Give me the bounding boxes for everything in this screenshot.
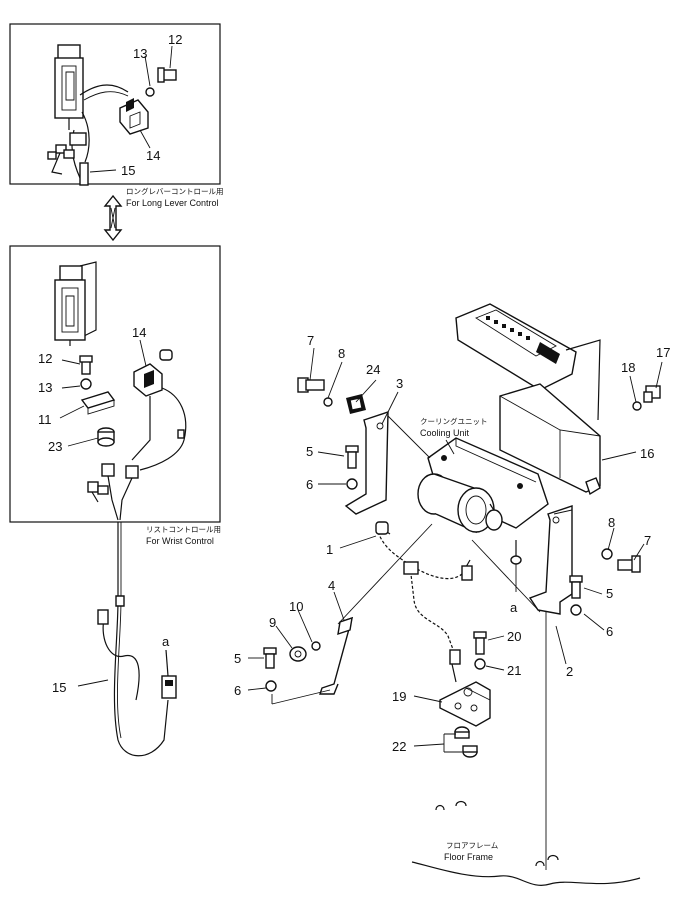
callout-2: 2 xyxy=(566,664,573,679)
cooling-unit-body xyxy=(417,437,549,534)
callout-11: 11 xyxy=(38,412,52,427)
callout-8-right: 8 xyxy=(608,515,615,530)
callout-18: 18 xyxy=(621,360,635,375)
callout-5-bottom: 5 xyxy=(234,651,241,666)
callout-14-top: 14 xyxy=(146,148,160,163)
callout-3: 3 xyxy=(396,376,403,391)
extension-harness: 15 a xyxy=(52,522,177,757)
bracket-4 xyxy=(319,616,354,695)
wrist-bolt-set xyxy=(79,355,116,415)
wrist-label-jp: リストコントロール用 xyxy=(146,525,221,534)
long-lever-bracket xyxy=(119,98,149,135)
callout-13-wrist: 13 xyxy=(38,380,52,395)
long-lever-harness xyxy=(47,132,89,186)
alternative-double-arrow xyxy=(103,194,123,242)
bracket-3 xyxy=(344,411,431,515)
callout-17: 17 xyxy=(656,345,670,360)
long-lever-frame xyxy=(9,23,221,185)
wrist-bracket xyxy=(133,349,173,397)
hoses xyxy=(375,521,473,683)
bolt-set-top-left xyxy=(297,377,366,414)
callout-22: 22 xyxy=(392,739,406,754)
callout-15-top: 15 xyxy=(121,163,135,178)
callout-5-left: 5 xyxy=(306,444,313,459)
cooling-unit-label-en: Cooling Unit xyxy=(420,428,470,438)
callout-6-bottom: 6 xyxy=(234,683,241,698)
floor-frame: フロアフレーム Floor Frame xyxy=(411,800,641,886)
callout-6-right: 6 xyxy=(606,624,613,639)
callout-5-right: 5 xyxy=(606,586,613,601)
callout-23: 23 xyxy=(48,439,62,454)
callout-12-wrist: 12 xyxy=(38,351,52,366)
connector-a-left: a xyxy=(162,634,170,649)
wrist-grommet xyxy=(97,427,115,447)
callout-10: 10 xyxy=(289,599,303,614)
wrist-harness xyxy=(87,387,187,521)
connector-a-right-label: a xyxy=(510,600,518,615)
bolt-set-bracket-3 xyxy=(345,445,359,490)
wrist-lever-assembly xyxy=(54,261,97,346)
callout-24: 24 xyxy=(366,362,380,377)
callout-7-left: 7 xyxy=(307,333,314,348)
cooling-housing xyxy=(499,383,601,496)
callout-8-left: 8 xyxy=(338,346,345,361)
bolt-set-right xyxy=(601,548,641,573)
wrist-control-inset: 14 12 13 11 23 xyxy=(9,245,221,523)
wrist-label-en: For Wrist Control xyxy=(146,536,214,546)
callout-16: 16 xyxy=(640,446,654,461)
callout-9: 9 xyxy=(269,615,276,630)
callout-7-right: 7 xyxy=(644,533,651,548)
control-box-cover xyxy=(455,303,601,421)
floor-frame-label-jp: フロアフレーム xyxy=(446,841,498,850)
bracket-19-set xyxy=(439,631,491,758)
bracket-2 xyxy=(528,505,573,615)
callout-13-top: 13 xyxy=(133,46,147,61)
long-lever-label-en: For Long Lever Control xyxy=(126,198,219,208)
bolt-set-bracket-4 xyxy=(263,641,331,705)
bolt-set-top-right xyxy=(632,385,661,411)
callout-4: 4 xyxy=(328,578,335,593)
callout-21: 21 xyxy=(507,663,521,678)
floor-frame-label-en: Floor Frame xyxy=(444,852,493,862)
callout-19: 19 xyxy=(392,689,406,704)
callout-6-left: 6 xyxy=(306,477,313,492)
callout-20: 20 xyxy=(507,629,521,644)
long-lever-bolt xyxy=(145,67,177,97)
callout-14-wrist: 14 xyxy=(132,325,146,340)
long-lever-inset: 12 13 14 15 xyxy=(9,23,221,186)
callout-12-top: 12 xyxy=(168,32,182,47)
connector-a-right: a xyxy=(510,540,522,615)
bolt-set-bracket-2 xyxy=(569,575,583,616)
cooling-unit-label-jp: クーリングユニット xyxy=(420,416,488,426)
long-lever-label-jp: ロングレバーコントロール用 xyxy=(126,186,224,196)
callout-15-wrist: 15 xyxy=(52,680,66,695)
wrist-control-frame xyxy=(9,245,221,523)
callout-1: 1 xyxy=(326,542,333,557)
